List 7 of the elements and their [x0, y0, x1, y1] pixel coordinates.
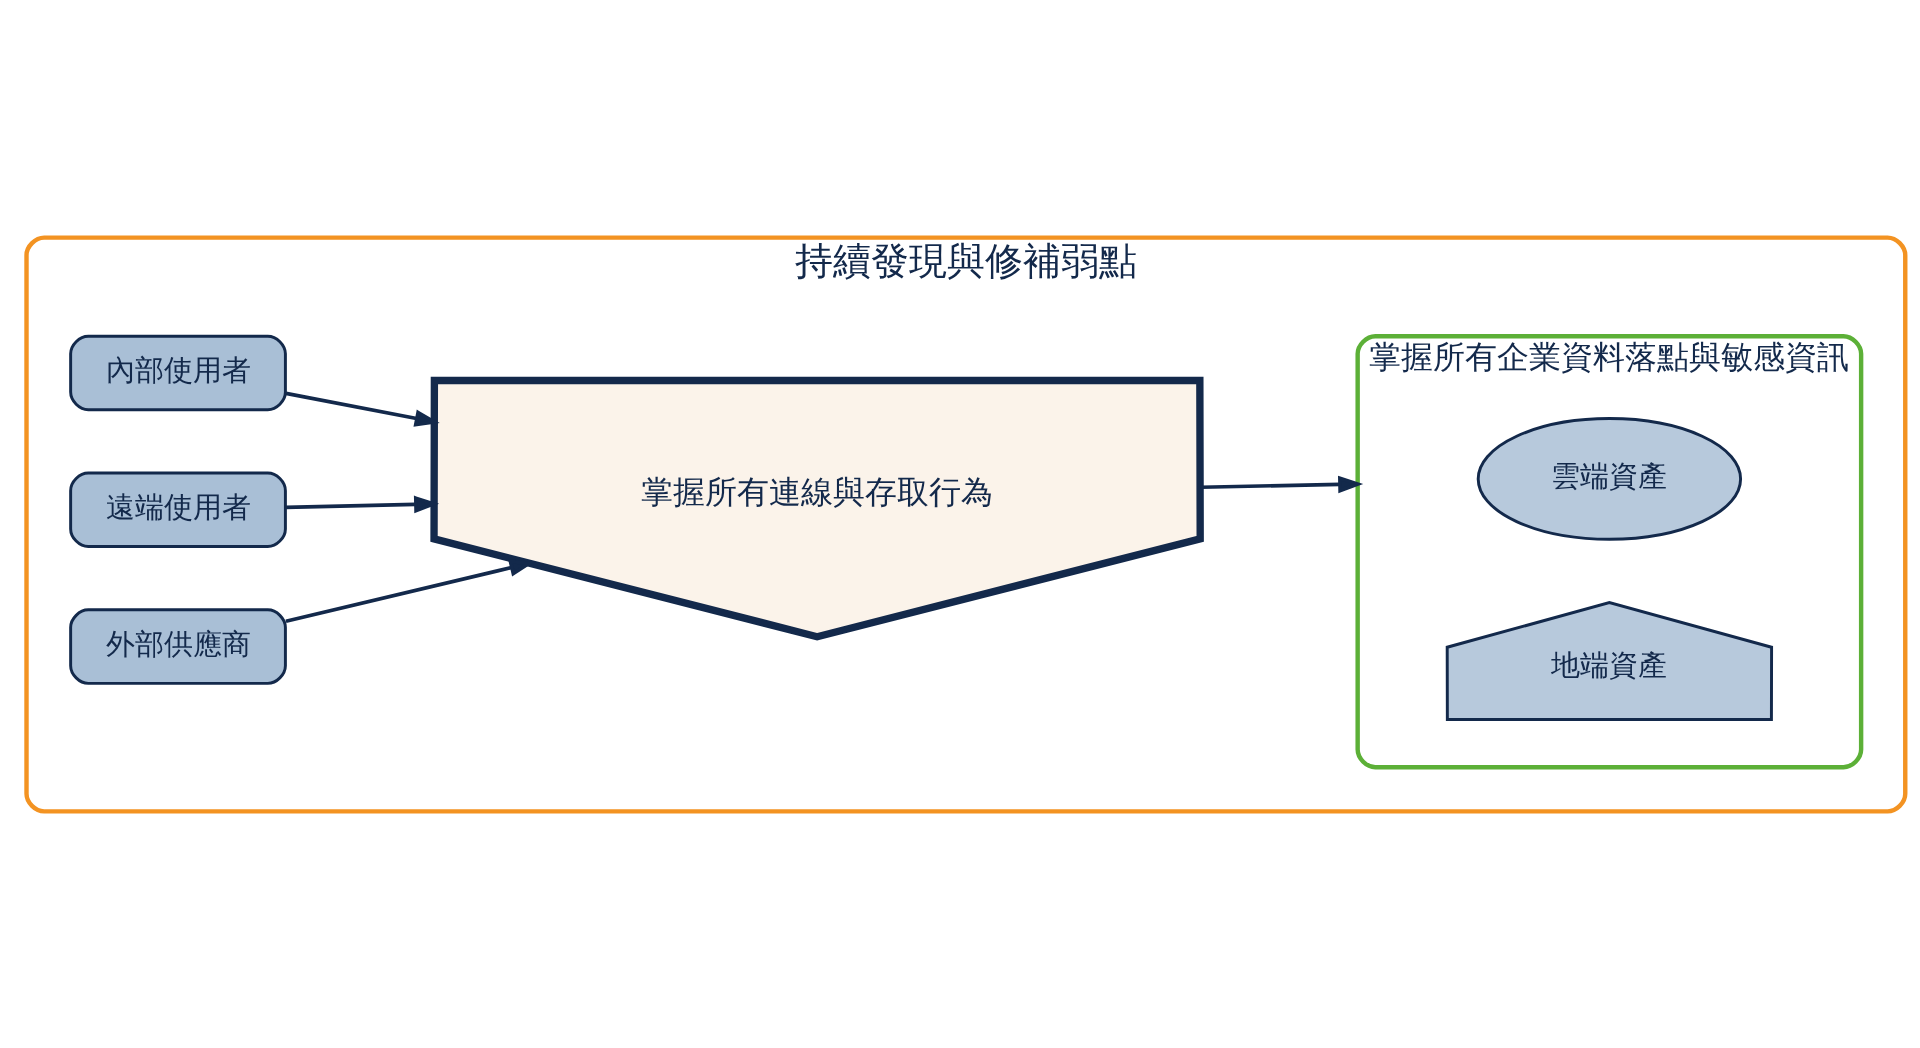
node-box: 外部供應商 [69, 607, 287, 685]
arrow [1200, 475, 1364, 493]
node-box: 內部使用者 [69, 334, 287, 411]
node-box: 遠端使用者 [69, 471, 287, 548]
arrow [285, 391, 440, 427]
arrow [285, 495, 440, 513]
node-ellipse: 雲端資產 [1476, 416, 1743, 541]
